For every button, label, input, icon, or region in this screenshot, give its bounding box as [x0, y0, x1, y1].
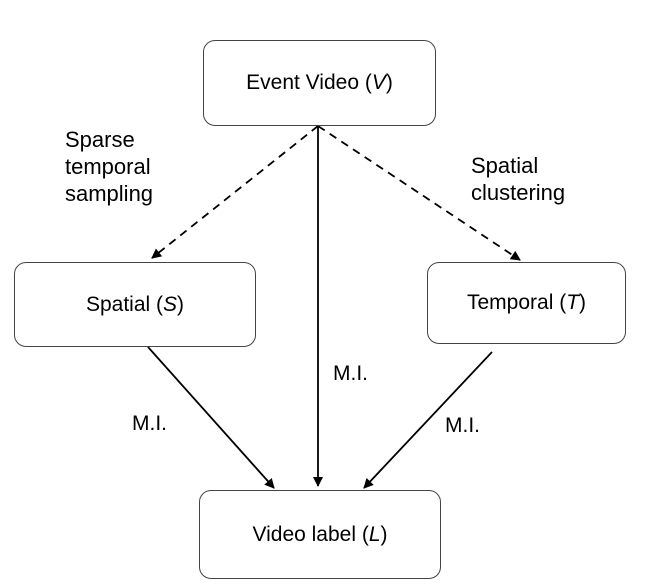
node-temporal: Temporal (T): [427, 262, 626, 344]
node-spatial: Spatial (S): [14, 262, 256, 347]
node-spatial-label: Spatial (S): [85, 292, 185, 316]
label-spatial-clustering: Spatial clustering: [471, 153, 566, 205]
node-event-video: Event Video (V): [203, 40, 436, 126]
node-video-label-label: Video label (L): [252, 522, 388, 546]
edge-video-to-temporal: [317, 125, 521, 261]
label-sparse-temporal-sampling: Sparse temporal sampling: [65, 127, 154, 206]
label-mi-temporal: M.I.: [445, 414, 480, 437]
edge-spatial-to-label: [147, 346, 275, 489]
node-event-video-label: Event Video (V): [246, 71, 393, 94]
label-mi-center: M.I.: [333, 362, 368, 385]
label-mi-spatial: M.I.: [132, 412, 167, 435]
edge-video-to-spatial: [151, 125, 319, 259]
node-video-label: Video label (L): [199, 490, 441, 579]
node-temporal-label: Temporal (T): [466, 291, 587, 314]
edge-temporal-to-label: [363, 351, 493, 489]
